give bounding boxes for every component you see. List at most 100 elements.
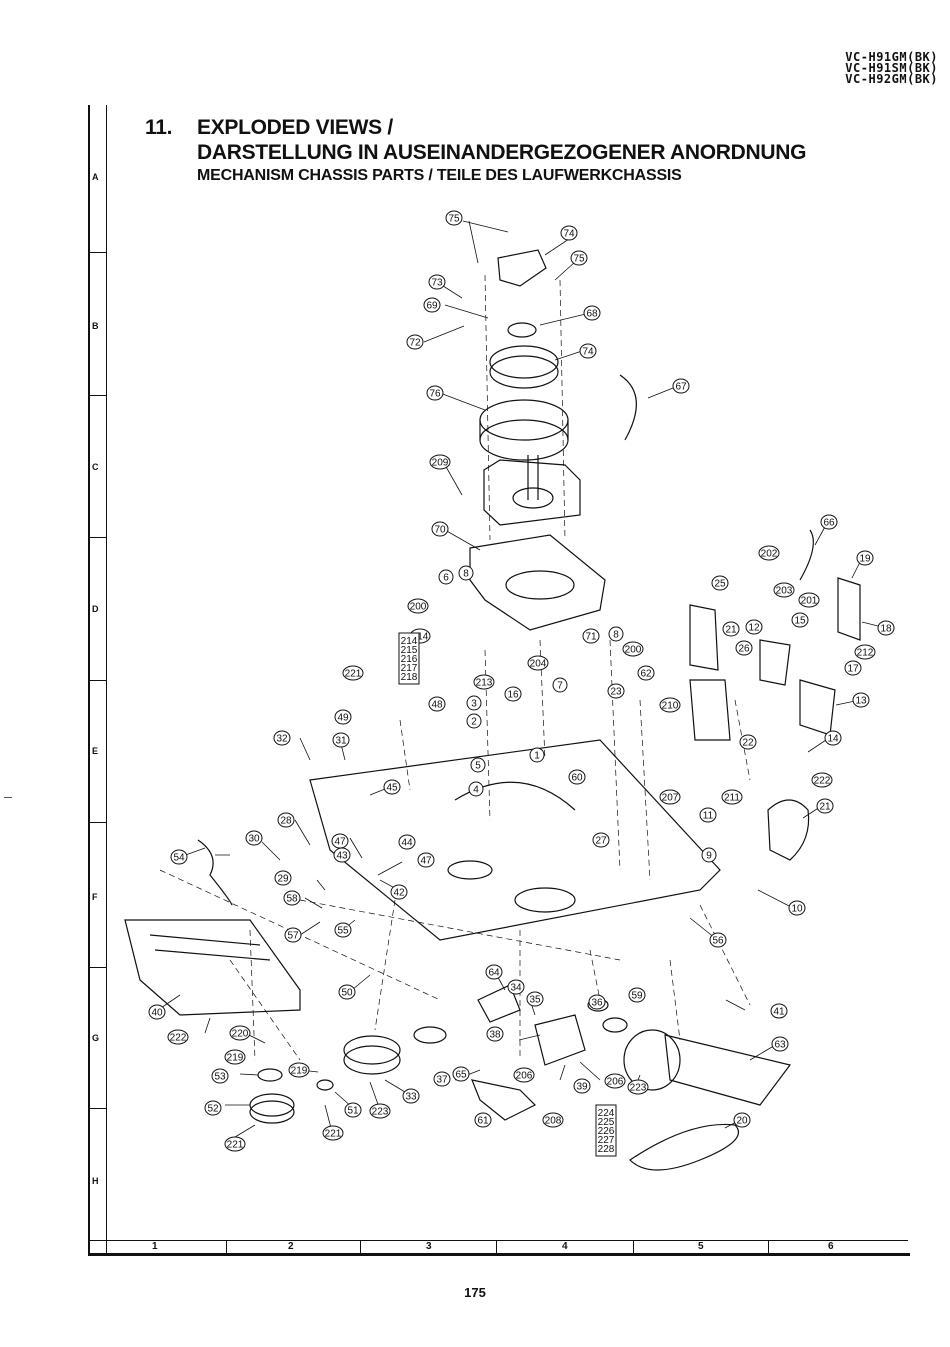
model-1: VC-H91GM(BK)	[845, 50, 938, 64]
callout-circle	[224, 1136, 246, 1152]
callout-number: 213	[476, 678, 493, 689]
callout-number: 219	[227, 1053, 244, 1064]
callout-16: 16	[504, 686, 522, 702]
title-line-2: DARSTELLUNG IN AUSEINANDERGEZOGENER ANOR…	[197, 141, 807, 164]
column-label-1: 1	[152, 1241, 158, 1252]
callout-circle	[722, 621, 740, 637]
callout-circle	[423, 297, 441, 313]
callout-circle	[277, 812, 295, 828]
callout-60: 60	[568, 769, 586, 785]
page-title: 11.EXPLODED VIEWS / DARSTELLUNG IN AUSEI…	[145, 115, 806, 187]
callout-42: 42	[390, 884, 408, 900]
row-label-b: B	[92, 321, 99, 331]
callout-number: 32	[276, 734, 288, 745]
callout-circle	[428, 696, 446, 712]
callout-number: 65	[455, 1070, 467, 1081]
stack-item: 225	[598, 1117, 615, 1128]
spiral-spring	[512, 487, 554, 509]
callout-number: 15	[794, 616, 806, 627]
callout-number: 200	[410, 602, 427, 613]
callout-203: 203	[773, 582, 795, 598]
callout-circle	[513, 1067, 535, 1083]
callout-circle	[431, 521, 449, 537]
callout-number: 214	[412, 632, 429, 643]
callout-circle	[288, 1062, 310, 1078]
callout-number: 8	[613, 630, 619, 641]
callout-9: 9	[701, 847, 717, 863]
callout-70: 70	[431, 521, 449, 537]
callout-72: 72	[406, 334, 424, 350]
part-53	[257, 1068, 283, 1082]
callout-number: 74	[582, 347, 594, 358]
callout-circle	[733, 1112, 751, 1128]
callout-circle	[622, 641, 644, 657]
callout-number: 70	[434, 525, 446, 536]
callout-number: 29	[277, 874, 289, 885]
callout-67: 67	[672, 378, 690, 394]
callout-circle	[721, 789, 743, 805]
callout-circle	[369, 1103, 391, 1119]
callout-number: 19	[859, 554, 871, 565]
part-74-drum	[489, 345, 559, 379]
callout-208: 208	[542, 1112, 564, 1128]
callout-circle	[627, 1079, 649, 1095]
callout-circle	[542, 1112, 564, 1128]
callout-63: 63	[771, 1036, 789, 1052]
callout-21: 21	[722, 621, 740, 637]
callout-51: 51	[344, 1102, 362, 1118]
callout-number: 219	[291, 1066, 308, 1077]
callout-number: 211	[724, 793, 740, 804]
part-209-housing	[483, 459, 581, 526]
callout-number: 59	[631, 991, 643, 1002]
callout-circle	[468, 781, 484, 797]
callout-19: 19	[856, 550, 874, 566]
callout-number: 75	[448, 214, 460, 225]
callout-number: 50	[341, 988, 353, 999]
callout-number: 202	[761, 549, 778, 560]
stack-item: 227	[598, 1135, 615, 1146]
part-61	[471, 1079, 537, 1121]
callout-number: 222	[170, 1033, 187, 1044]
callout-222: 222	[811, 772, 833, 788]
callout-13: 13	[852, 692, 870, 708]
callout-number: 30	[248, 834, 260, 845]
row-label-g: G	[92, 1033, 100, 1043]
callout-circle	[507, 979, 525, 995]
callout-number: 33	[405, 1092, 417, 1103]
callout-23: 23	[607, 683, 625, 699]
callout-47: 47	[331, 833, 349, 849]
callout-circle	[659, 789, 681, 805]
callout-circle	[486, 1026, 504, 1042]
callout-223: 223	[627, 1079, 649, 1095]
callout-circle	[856, 550, 874, 566]
callout-circle	[844, 660, 862, 676]
callout-number: 210	[662, 701, 679, 712]
callout-circle	[852, 692, 870, 708]
callout-circle	[628, 987, 646, 1003]
callout-number: 57	[287, 931, 299, 942]
callout-74: 74	[560, 225, 578, 241]
callout-37: 37	[433, 1071, 451, 1087]
callout-circle	[204, 1100, 222, 1116]
callout-circle	[588, 994, 606, 1010]
callout-4: 4	[468, 781, 484, 797]
callout-15: 15	[791, 612, 809, 628]
callout-circle	[739, 734, 757, 750]
column-label-3: 3	[426, 1241, 432, 1252]
column-divider	[496, 1241, 497, 1254]
callout-62: 62	[637, 665, 655, 681]
callout-8-2: 8	[608, 626, 624, 642]
callout-circle	[570, 250, 588, 266]
stack-item: 218	[401, 672, 418, 683]
callout-number: 7	[557, 681, 563, 692]
callout-223-2: 223	[369, 1103, 391, 1119]
callout-10: 10	[788, 900, 806, 916]
callout-209: 209	[429, 454, 451, 470]
part-18	[837, 577, 861, 641]
part-70-plate	[469, 534, 606, 631]
callout-circle	[604, 1073, 626, 1089]
callout-number: 23	[610, 687, 622, 698]
callout-number: 73	[431, 278, 443, 289]
callout-circle	[466, 713, 482, 729]
